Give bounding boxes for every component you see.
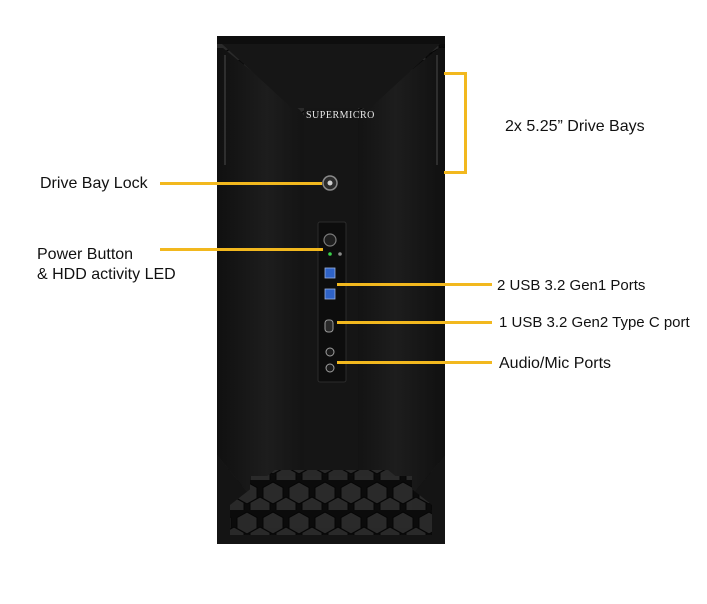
- usb-gen1-port[interactable]: [324, 267, 336, 279]
- usb-gen1-label: 2 USB 3.2 Gen1 Ports: [497, 277, 646, 294]
- callout-lines: [160, 72, 492, 364]
- audio-line: [337, 361, 492, 364]
- power-button-label: Power Button: [37, 246, 134, 263]
- mic-jack[interactable]: [325, 363, 335, 373]
- power-button[interactable]: [323, 233, 337, 247]
- drive-bays-bracket-top: [444, 72, 466, 75]
- drive-bay-lock-label: Drive Bay Lock: [40, 175, 148, 192]
- audio-jack[interactable]: [325, 347, 335, 357]
- power-button-line: [160, 248, 323, 251]
- usb-gen1-line: [337, 283, 492, 286]
- hdd-activity-led: [328, 252, 332, 256]
- front-frame: [217, 48, 318, 520]
- hdd-led-label: & HDD activity LED: [37, 266, 176, 283]
- usb-gen2-line: [337, 321, 492, 324]
- usb-gen1-port[interactable]: [324, 288, 336, 300]
- audio-label: Audio/Mic Ports: [499, 355, 612, 372]
- usb-type-c-port[interactable]: [324, 319, 334, 333]
- drive-bays-label: 2x 5.25” Drive Bays: [505, 118, 645, 135]
- drive-bays-bracket-bottom: [444, 171, 466, 174]
- usb-gen2-label: 1 USB 3.2 Gen2 Type C port: [499, 314, 690, 331]
- drive-bay-lock-line: [160, 182, 322, 185]
- io-panel: [317, 221, 347, 383]
- drive-bays-bracket-side: [464, 72, 467, 174]
- brand-logo: SUPERMICRO: [306, 110, 375, 121]
